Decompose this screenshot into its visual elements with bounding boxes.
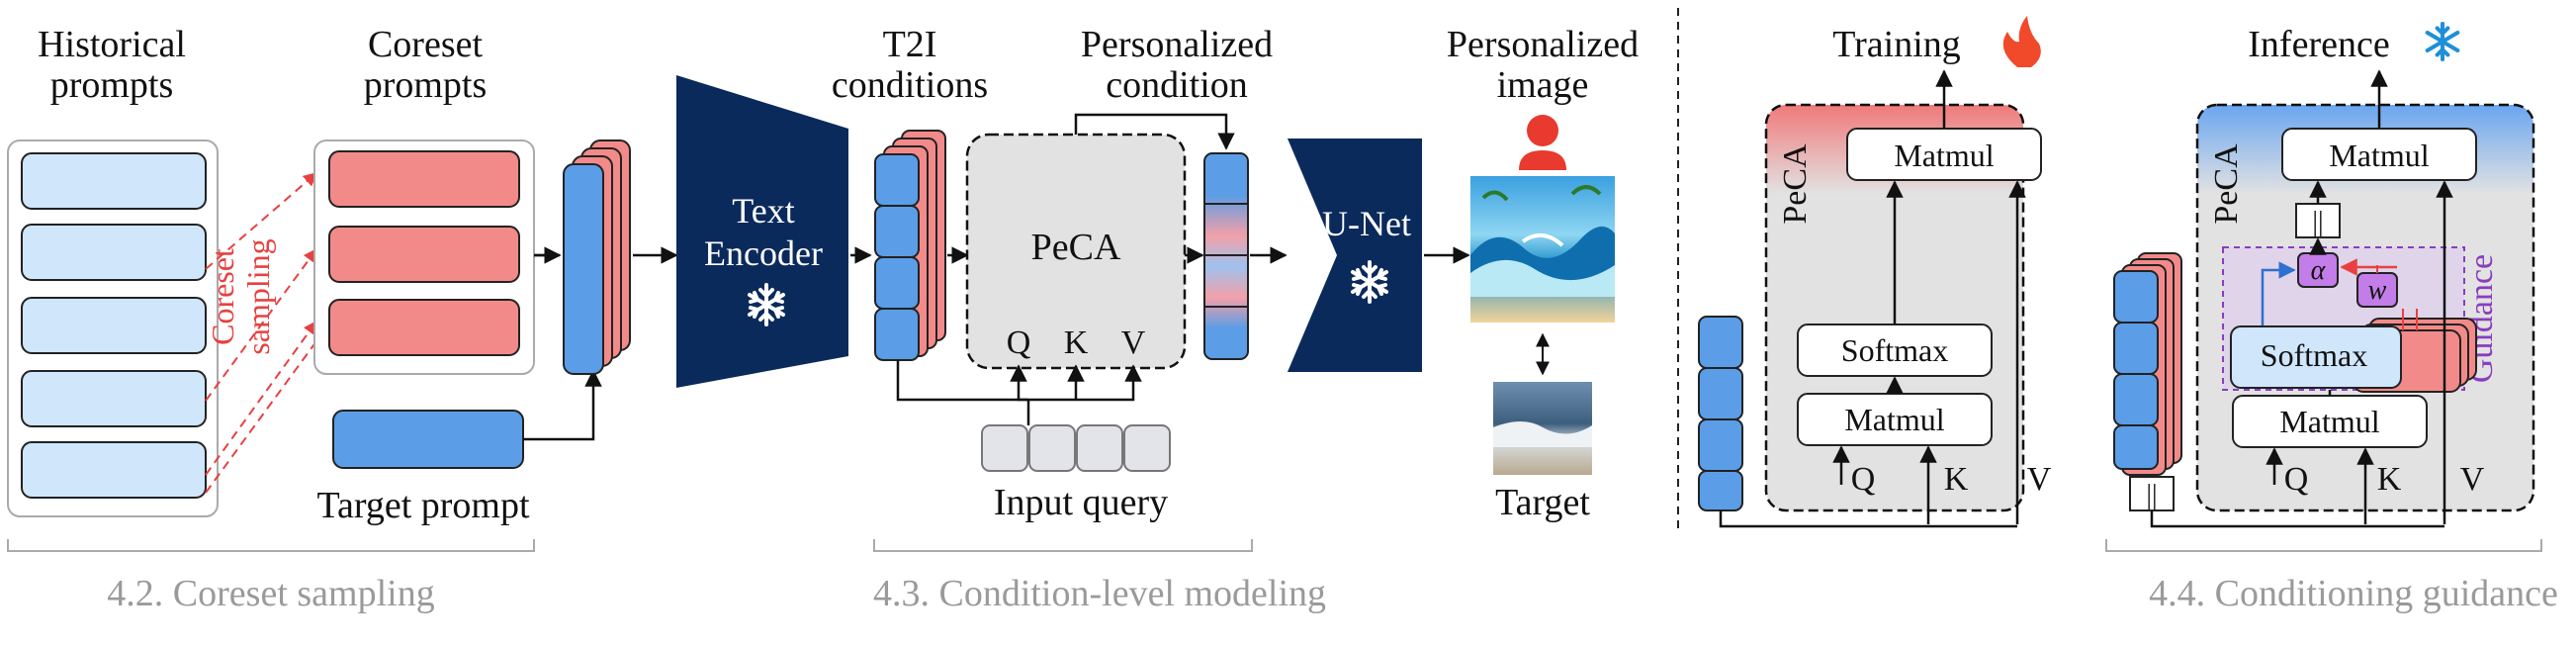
- coreset-prompts-title-line1: Coreset: [368, 24, 484, 65]
- historical-prompt-3: [21, 297, 207, 354]
- svg-text:Matmul: Matmul: [1844, 402, 1944, 437]
- svg-text:Matmul: Matmul: [1894, 138, 1994, 173]
- coreset-prompt-2: [328, 226, 520, 283]
- sampling-arrows: [205, 172, 318, 494]
- peca-k: K: [1064, 324, 1089, 361]
- text-encoder-block: [676, 75, 848, 388]
- peca-training-label: PeCA: [1777, 143, 1814, 225]
- personalized-condition-title-line1: Personalized: [1081, 24, 1273, 65]
- matmul-top-inference: [2281, 128, 2477, 181]
- matmul-top-training: [1846, 128, 2042, 181]
- svg-text:sampling: sampling: [240, 238, 276, 354]
- svg-text:Matmul: Matmul: [2279, 404, 2379, 439]
- peca-block: [965, 133, 1187, 370]
- person-icon: [1519, 115, 1566, 170]
- coreset-prompts-title-line2: prompts: [364, 64, 488, 106]
- peca-label: PeCA: [1031, 227, 1121, 268]
- inference-condition-stack: [2113, 252, 2182, 476]
- peca-q: Q: [1007, 324, 1031, 361]
- section-label-coreset: 4.2. Coreset sampling: [107, 573, 434, 614]
- section-label-condition-modeling: 4.3. Condition-level modeling: [873, 573, 1326, 614]
- t2i-conditions-stack: [874, 130, 946, 361]
- target-prompt-box: [332, 410, 524, 469]
- coreset-sampling-label: Coreset sampling: [205, 238, 276, 354]
- personalized-condition-title-line2: condition: [1106, 64, 1248, 106]
- concat-bottom: [2129, 476, 2175, 511]
- input-query-tokens: [981, 424, 1171, 472]
- inference-title: Inference: [2248, 24, 2389, 65]
- coreset-prompt-list: [328, 150, 520, 356]
- section-label-guidance: 4.4. Conditioning guidance: [2149, 573, 2558, 614]
- coreset-prompt-3: [328, 299, 520, 356]
- personalized-image-title-line1: Personalized: [1447, 24, 1639, 65]
- svg-text:Softmax: Softmax: [1841, 332, 1948, 368]
- svg-text:||: ||: [2312, 207, 2323, 237]
- text-encoder-label-line2: Encoder: [704, 233, 823, 273]
- svg-text:Coreset: Coreset: [205, 248, 240, 345]
- peca-inference-label: PeCA: [2208, 143, 2245, 225]
- input-query-label: Input query: [994, 482, 1168, 523]
- t2i-title-line2: conditions: [832, 64, 988, 106]
- prompt-embedding-stack: [563, 139, 631, 375]
- svg-text:Softmax: Softmax: [2261, 337, 2367, 373]
- personalized-image-title-line2: image: [1497, 64, 1589, 106]
- condition-modeling-section: Text Encoder T2I conditions Personalized…: [676, 24, 1639, 614]
- training-k: K: [1944, 461, 1969, 498]
- text-encoder-label-line1: Text: [732, 191, 794, 231]
- historical-prompt-2: [21, 224, 207, 281]
- unet-label: U-Net: [1322, 204, 1411, 243]
- historical-prompt-1: [21, 152, 207, 210]
- svg-text:||: ||: [2146, 480, 2157, 510]
- softmax-inference: [2230, 325, 2402, 389]
- beach-photo: [1493, 382, 1592, 475]
- training-condition-bar: [1698, 316, 1743, 511]
- historical-prompts-title-line2: prompts: [50, 64, 174, 106]
- t2i-title-line1: T2I: [883, 24, 937, 65]
- training-q: Q: [1851, 461, 1876, 498]
- inference-k: K: [2377, 461, 2402, 498]
- training-title: Training: [1832, 24, 1961, 65]
- coreset-section: Historical prompts Coreset prompts Cores…: [7, 24, 678, 614]
- wave-image: [1470, 176, 1615, 323]
- guidance-section: Training PeCA Matmul Softmax Matmul Q K …: [1698, 16, 2558, 614]
- peca-v: V: [1121, 324, 1146, 361]
- svg-text:α: α: [2311, 255, 2327, 286]
- snowflake-icon: [2425, 21, 2460, 62]
- fire-icon: [2002, 16, 2041, 67]
- historical-prompt-list: [21, 152, 207, 499]
- historical-prompts-title-line1: Historical: [38, 24, 186, 65]
- svg-text:Matmul: Matmul: [2329, 138, 2429, 173]
- coreset-prompt-1: [328, 150, 520, 208]
- target-label: Target: [1495, 482, 1590, 523]
- inference-q: Q: [2284, 461, 2309, 498]
- inference-v: V: [2460, 461, 2485, 498]
- training-v: V: [2027, 461, 2052, 498]
- target-prompt-label: Target prompt: [316, 485, 530, 526]
- historical-prompt-4: [21, 370, 207, 427]
- historical-prompt-5: [21, 441, 207, 499]
- svg-text:w: w: [2368, 275, 2387, 306]
